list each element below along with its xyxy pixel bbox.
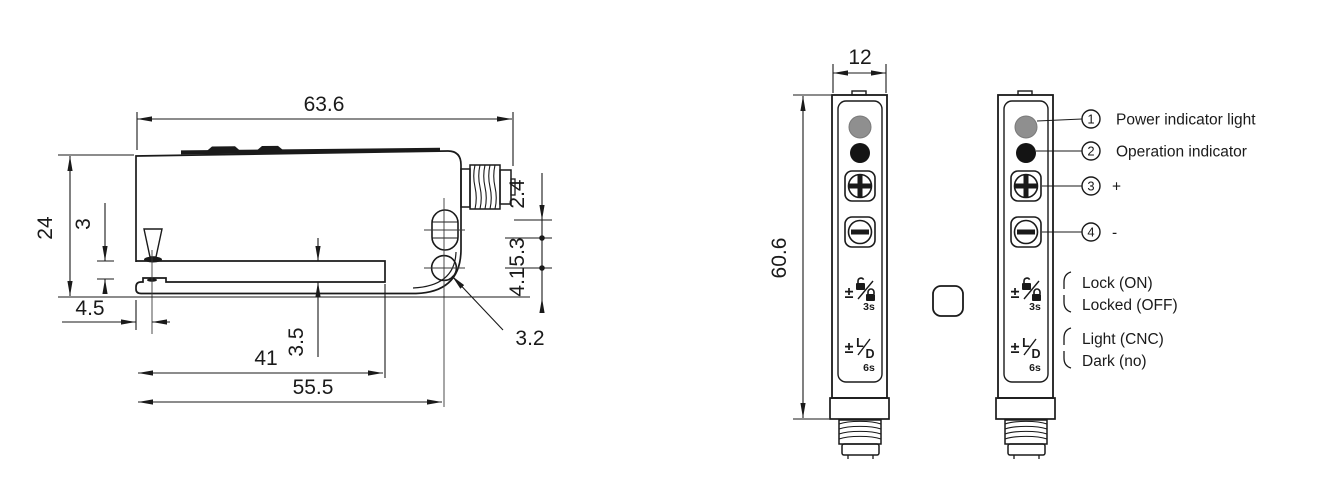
lock-mode-symbol: ± 3s xyxy=(845,277,875,313)
dim-text-3: 3 xyxy=(72,218,95,230)
face-plate xyxy=(837,100,883,383)
thread-ridge xyxy=(483,164,487,210)
open-lock-shackle-icon xyxy=(857,277,865,283)
callout-num-3: 3 xyxy=(1087,179,1094,194)
minus-adjuster-icon xyxy=(844,216,876,248)
thread-ridge xyxy=(838,420,882,425)
connector-front xyxy=(829,397,890,459)
mode-light-line1: Light (CNC) xyxy=(1082,331,1164,348)
thread-ridge xyxy=(838,435,882,440)
ld-plusminus: ± xyxy=(845,340,854,357)
connector-cap xyxy=(841,443,880,456)
dim-text-24: 24 xyxy=(34,216,57,240)
lock-delay-text: 3s xyxy=(863,301,875,313)
dim-text-3-5: 3.5 xyxy=(285,327,308,356)
lock-slash xyxy=(857,280,874,300)
plus-adjuster-circle xyxy=(847,173,873,199)
connector-side xyxy=(460,164,516,210)
ld-slash xyxy=(857,338,871,356)
brace-lock-bottom xyxy=(1063,295,1072,313)
mode-lock-line1: Lock (ON) xyxy=(1082,275,1153,292)
front-view: ± 3s ± L D 6s xyxy=(829,90,890,459)
minus-adjuster-circle xyxy=(847,219,873,245)
operation-indicator-icon xyxy=(850,143,870,163)
brace-light-top xyxy=(1063,327,1072,345)
open-lock-body-icon xyxy=(856,283,865,290)
front-view-dimensions: 12 60.6 xyxy=(768,46,887,420)
brace-light-bottom xyxy=(1063,351,1072,369)
dim-dot-2 xyxy=(539,265,545,271)
connector-flange xyxy=(460,168,471,208)
front-view-2 xyxy=(995,90,1056,460)
top-button-bump-1 xyxy=(207,146,240,151)
thread-ridge xyxy=(838,425,882,430)
callout-circle-2 xyxy=(1081,141,1101,161)
top-button-bump-2 xyxy=(257,145,283,151)
dim-text-4-1: 4.1 xyxy=(506,267,529,296)
leader-3-2 xyxy=(451,275,504,331)
dim-text-3-2: 3.2 xyxy=(515,327,544,350)
brace-lock-top xyxy=(1063,271,1072,289)
mode-lock-line2: Locked (OFF) xyxy=(1082,297,1178,314)
ld-delay-text: 6s xyxy=(863,362,875,374)
emitter-lens xyxy=(144,256,162,263)
callout-num-1: 1 xyxy=(1087,112,1094,127)
dim-text-12: 12 xyxy=(848,46,871,69)
connector-tip xyxy=(510,178,516,196)
closed-lock-shackle-icon xyxy=(867,288,875,294)
ld-letter-l: L xyxy=(856,336,864,350)
callout-circle-1 xyxy=(1081,109,1101,129)
dim-text-2-4: 2.4 xyxy=(506,179,529,209)
mode-light-line2: Dark (no) xyxy=(1082,353,1147,370)
plus-adjuster-icon xyxy=(844,170,876,202)
closed-lock-body-icon xyxy=(866,294,875,301)
dim-text-4-5: 4.5 xyxy=(75,297,104,320)
dim-text-63-6: 63.6 xyxy=(304,93,345,116)
leader-1 xyxy=(1036,118,1083,122)
ld-letter-d: D xyxy=(865,347,874,361)
side-view: 63.6 24 3 4.5 41 55.5 3.5 2.4 5.3 4.1 xyxy=(34,93,552,407)
thread-ridge xyxy=(478,164,482,210)
light-dark-symbol: ± L D 6s xyxy=(845,336,875,374)
top-face-band xyxy=(180,147,441,155)
minus-adjuster-frame xyxy=(844,216,876,248)
minus-bar xyxy=(851,229,869,235)
thread-ridge xyxy=(488,164,492,210)
callout-label-2: Operation indicator xyxy=(1116,143,1247,160)
dim-text-60-6: 60.6 xyxy=(768,238,791,279)
callout-num-2: 2 xyxy=(1087,144,1094,159)
callout-circle-3 xyxy=(1081,176,1101,196)
dim-dot-1 xyxy=(539,235,545,241)
dim-text-41: 41 xyxy=(254,347,277,370)
callouts: 1 Power indicator light 2 Operation indi… xyxy=(1036,109,1256,370)
thread-ridge xyxy=(493,164,497,210)
mounting-nut xyxy=(932,285,964,317)
dim-text-5-3: 5.3 xyxy=(506,237,529,266)
lock-plusminus: ± xyxy=(845,285,854,302)
callout-label-1: Power indicator light xyxy=(1116,111,1256,128)
plus-adjuster-frame xyxy=(844,170,876,202)
sensor-body-outline xyxy=(135,150,462,295)
power-indicator-icon xyxy=(848,115,872,139)
connector-collar xyxy=(829,397,890,420)
callout-label-3: + xyxy=(1112,178,1121,195)
inner-corner-arc xyxy=(412,251,457,289)
callout-circle-4 xyxy=(1081,222,1101,242)
dim-text-55-5: 55.5 xyxy=(293,376,334,399)
thread-ridge xyxy=(473,164,477,210)
callout-num-4: 4 xyxy=(1087,225,1094,240)
thread-ridge xyxy=(838,430,882,435)
emitter-cone-icon xyxy=(143,228,163,258)
plus-bar-v xyxy=(857,175,863,197)
callout-label-4: - xyxy=(1112,224,1117,241)
